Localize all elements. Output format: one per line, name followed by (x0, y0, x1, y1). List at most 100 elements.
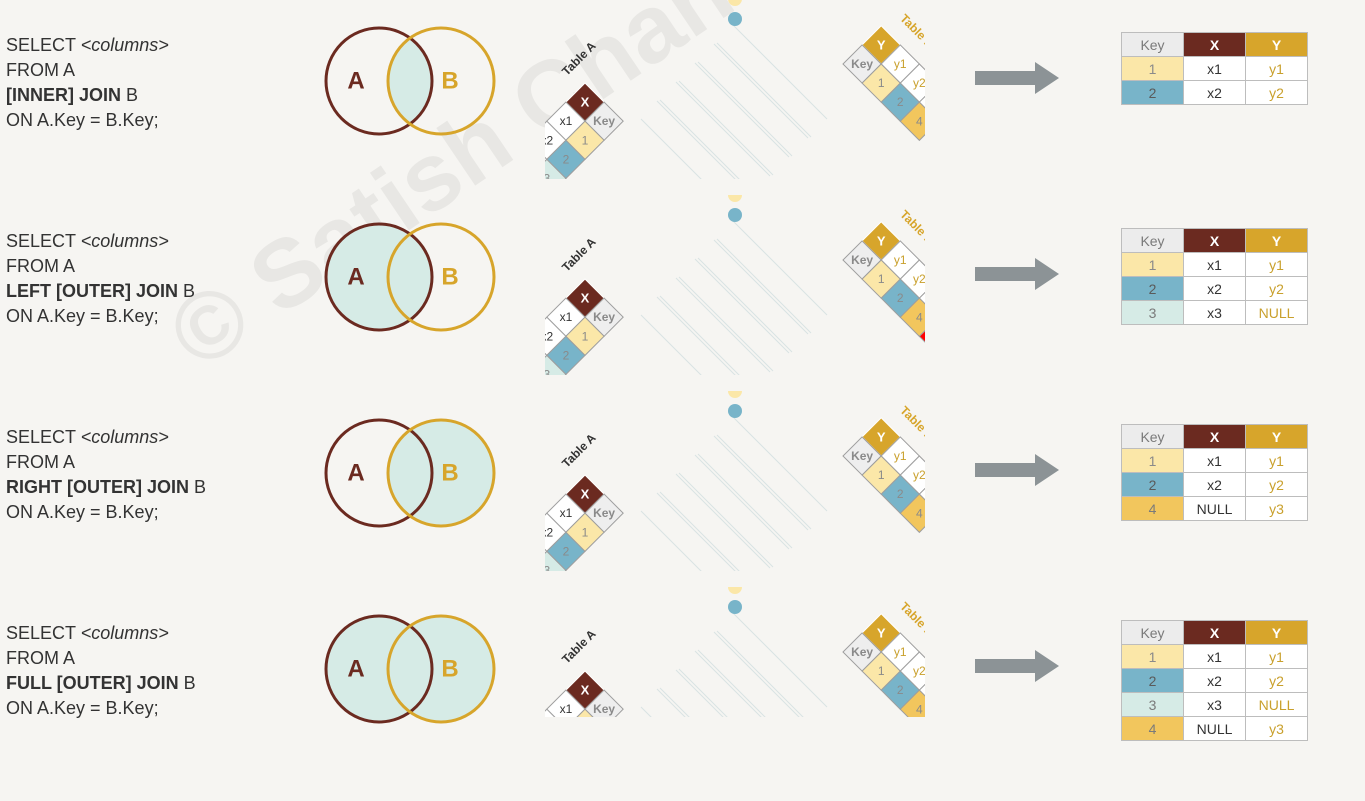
grid-line (716, 42, 812, 138)
sql-on: ON A.Key = B.Key; (6, 110, 159, 130)
grid-line (659, 491, 740, 571)
arrow-icon (975, 258, 1059, 290)
result-header-x: X (1183, 228, 1246, 253)
match-dot-2 (728, 404, 742, 418)
table-b-key-value: 1 (878, 664, 885, 678)
venn-fill-b (388, 616, 494, 722)
table-a: XKeyx11x22x33Table A (545, 39, 624, 179)
table-b-key-cell (899, 689, 925, 717)
result-x-cell: x2 (1183, 668, 1246, 693)
table-b-key-value: 2 (897, 95, 904, 109)
join-figure-group: XKeyx11x22x33Table AYKeyy11y22y34NULLTab… (545, 195, 925, 375)
table-a-key-value: 1 (582, 329, 589, 343)
sql-columns: <columns> (80, 35, 169, 55)
result-y-cell: y1 (1245, 252, 1308, 277)
result-key-cell: 1 (1121, 56, 1184, 81)
venn-circle-a (324, 614, 434, 724)
table-b-key-value: 2 (897, 683, 904, 697)
sql-from: FROM A (6, 256, 76, 276)
result-header-y: Y (1245, 620, 1308, 645)
venn-label-a: A (347, 656, 364, 683)
arrow-head (1035, 454, 1059, 486)
sql-columns: <columns> (80, 427, 169, 447)
match-dot-1 (728, 0, 742, 6)
arrow-head (1035, 258, 1059, 290)
arrow-icon (975, 62, 1059, 94)
sql-join-table: B (121, 85, 139, 105)
grid-line (697, 649, 766, 717)
table-b-y-value: y1 (894, 449, 907, 463)
sql-join-table: B (178, 673, 196, 693)
table-b-key-cell (899, 493, 925, 534)
grid-line (713, 239, 809, 335)
arrow-shaft (975, 659, 1037, 673)
table-a-key-value: 2 (563, 544, 570, 558)
grid-line (732, 416, 828, 512)
table-b-key-value: 1 (878, 76, 885, 90)
result-x-cell: x1 (1183, 56, 1246, 81)
table-a-key-value: 2 (563, 348, 570, 362)
table-b-y-header-label: Y (877, 625, 886, 640)
join-figure: XKeyx11x22x33NULLTable AYKeyy11y22y34Tab… (545, 391, 925, 571)
result-x-cell: x2 (1183, 472, 1246, 497)
table-a: XKeyx11x22x33NULLTable A (545, 431, 624, 571)
table-b-key-value: 4 (916, 310, 923, 324)
table-a-x-value: x2 (545, 329, 553, 343)
result-x-cell: x1 (1183, 252, 1246, 277)
table-a-title: Table A (559, 39, 599, 79)
table-a-key-value: 1 (582, 525, 589, 539)
result-x-cell: x1 (1183, 448, 1246, 473)
result-key-cell: 4 (1121, 716, 1184, 741)
result-y-cell: y1 (1245, 644, 1308, 669)
grid-line (656, 492, 736, 571)
sql-join-keyword: [INNER] JOIN (6, 85, 122, 105)
table-a-title: Table A (559, 627, 599, 667)
grid-line (694, 258, 790, 354)
table-b-key-value: 4 (916, 114, 923, 128)
result-key-cell: 1 (1121, 448, 1184, 473)
table-a-key-cell (545, 158, 567, 179)
grid-line (678, 276, 774, 372)
result-key-cell: 2 (1121, 80, 1184, 105)
join-figure: XKeyx11x22x33Table AYKeyy11y22y34Table B (545, 0, 925, 179)
result-x-cell: x3 (1183, 692, 1246, 717)
venn-circle-a (324, 26, 434, 136)
venn-label-a: A (347, 460, 364, 487)
table-a-key-header-label: Key (593, 310, 615, 324)
result-y-cell: NULL (1245, 300, 1308, 325)
table-a-key-value: 1 (582, 133, 589, 147)
grid-line (694, 62, 790, 158)
sql-from: FROM A (6, 60, 76, 80)
table-b-key-cell (899, 101, 925, 142)
grid-lines (640, 612, 828, 717)
arrow-shaft (975, 71, 1037, 85)
table-a-title: Table A (559, 431, 599, 471)
table-b-y-header-label: Y (877, 429, 886, 444)
grid-line (732, 220, 828, 316)
result-y-cell: y2 (1245, 472, 1308, 497)
grid-line (678, 668, 728, 717)
result-key-cell: 2 (1121, 668, 1184, 693)
result-header-x: X (1183, 424, 1246, 449)
table-b-y-value: y2 (913, 76, 925, 90)
join-figure: XKeyx11x22x33Table AYKeyy11y22y34NULLTab… (545, 195, 925, 375)
table-a-x-value: x1 (560, 506, 573, 520)
grid-line (656, 100, 736, 179)
table-a-x-value: x2 (545, 133, 553, 147)
venn-label-b: B (441, 68, 458, 95)
grid-lines (640, 220, 828, 375)
result-y-cell: y1 (1245, 448, 1308, 473)
venn-label-b: B (441, 656, 458, 683)
sql-join-keyword: FULL [OUTER] JOIN (6, 673, 179, 693)
sql-columns: <columns> (80, 231, 169, 251)
table-b-key-header-label: Key (851, 57, 873, 71)
result-key-cell: 2 (1121, 276, 1184, 301)
grid-line (697, 453, 793, 549)
